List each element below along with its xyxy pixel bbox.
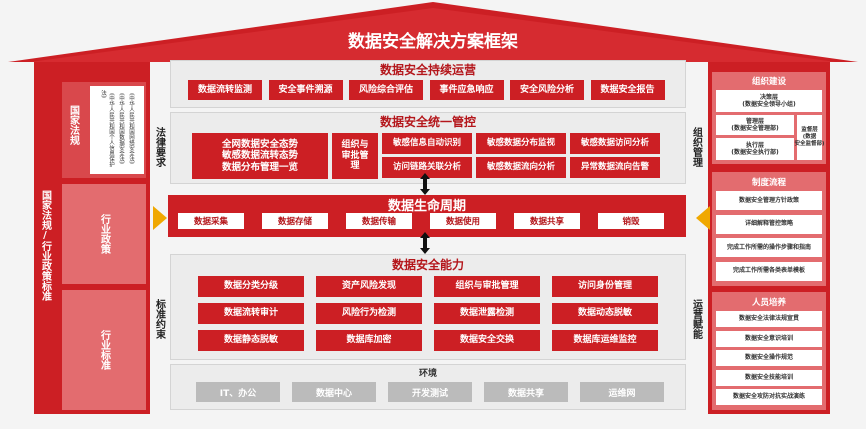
capability-item: 数据动态脱敏: [552, 303, 658, 324]
up-down-arrow-icon: [420, 173, 430, 195]
lifecycle-item: 数据存储: [262, 213, 328, 229]
ops-title: 数据安全持续运营: [379, 62, 476, 77]
ops-item: 安全风险分析: [510, 80, 584, 100]
training-title: 人员培养: [751, 298, 786, 308]
regulation-outer-label: 国家法规/行业政策标准: [39, 189, 51, 301]
lifecycle-item: 数据共享: [514, 213, 580, 229]
process-item: 详细解释管控策略: [716, 214, 822, 234]
capability-title: 数据安全能力: [391, 257, 464, 272]
control-cell: 异常数据流向告警: [570, 157, 660, 178]
environment-title: 环境: [418, 368, 437, 379]
environment-item: 开发测试: [388, 382, 472, 402]
situation-line-2: 敏感数据流转态势: [221, 150, 298, 162]
industry-standard-block: 行业标准: [62, 290, 146, 410]
capability-item: 数据库加密: [316, 330, 422, 351]
environment-item: 运维网: [580, 382, 664, 402]
training-item: 数据安全攻防对抗实战演练: [716, 389, 822, 405]
lifecycle-item: 数据采集: [178, 213, 244, 229]
capability-item: 风险行为检测: [316, 303, 422, 324]
control-cell: 敏感数据分布监视: [476, 133, 566, 154]
org-management-label: 组织管理: [690, 127, 702, 167]
up-down-arrow-icon-2: [420, 232, 430, 254]
situation-overview: 全网数据安全态势 敏感数据流转态势 数据分布管理一览: [192, 133, 328, 179]
capability-item: 数据库运维监控: [552, 330, 658, 351]
ops-item: 事件应急响应: [429, 80, 504, 100]
training-item: 数据安全意识培训: [716, 330, 822, 347]
org-supervise-layer: 监督层 (数据 安全监督部): [795, 115, 825, 160]
capability-item: 资产风险发现: [316, 276, 422, 297]
capability-item: 数据分类分级: [198, 276, 304, 297]
process-item: 数据安全管理方针政策: [716, 191, 822, 210]
page-title: 数据安全解决方案框架: [348, 31, 518, 52]
process-item: 完成工作所需各类表单模板: [716, 261, 822, 281]
process-title: 制度流程: [751, 178, 786, 188]
law-docs-paper: 《中华人民共和国网络安全法》 《中华人民共和国数据安全法》 《中华人民共和国个人…: [90, 86, 144, 174]
ops-item: 数据安全报告: [590, 80, 665, 100]
capability-item: 数据安全交换: [434, 330, 540, 351]
environment-item: 数据中心: [292, 382, 376, 402]
environment-item: 数据共享: [484, 382, 568, 402]
laws-label: 国家法规: [67, 105, 79, 145]
control-cell: 访问链路关联分析: [382, 157, 472, 178]
ops-enable-label: 运营赋能: [690, 299, 702, 339]
org-manage-layer: 管理层 (数据安全管理部): [716, 115, 794, 135]
standard-constraint-label: 标准约束: [153, 299, 165, 339]
industry-policy-block: 行业政策: [62, 184, 146, 284]
capability-item: 数据泄露检测: [434, 303, 540, 324]
industry-standard-label: 行业标准: [98, 330, 110, 370]
control-cell: 敏感数据访问分析: [570, 133, 660, 154]
lifecycle-item: 销毁: [598, 213, 664, 229]
law-doc-1: 《中华人民共和国网络安全法》: [128, 90, 134, 167]
capability-item: 数据流转审计: [198, 303, 304, 324]
org-building-title: 组织建设: [751, 77, 786, 87]
right-arrow-icon: [696, 206, 710, 230]
ops-item: 风险综合评估: [349, 80, 423, 100]
capability-item: 数据静态脱敏: [198, 330, 304, 351]
control-cell: 敏感数据流向分析: [476, 157, 566, 178]
org-audit-management: 组织与审批管理: [332, 133, 378, 179]
lifecycle-item: 数据使用: [430, 213, 496, 229]
control-title: 数据安全统一管控: [379, 114, 476, 129]
control-cell: 敏感信息自动识别: [382, 133, 472, 154]
capability-item: 组织与审批管理: [434, 276, 540, 297]
ops-item: 安全事件溯源: [268, 80, 343, 100]
training-item: 数据安全技能培训: [716, 369, 822, 386]
legal-requirement-label: 法律要求: [153, 127, 165, 167]
capability-item: 访问身份管理: [552, 276, 658, 297]
lifecycle-title: 数据生命周期: [387, 198, 466, 214]
ops-item: 数据流转监测: [188, 80, 262, 100]
training-item: 数据安全法律法规宣贯: [716, 311, 822, 327]
situation-line-1: 全网数据安全态势: [221, 138, 298, 150]
training-item: 数据安全操作规范: [716, 350, 822, 366]
industry-policy-label: 行业政策: [98, 214, 110, 254]
environment-item: IT、办公: [196, 382, 280, 402]
situation-line-3: 数据分布管理一览: [221, 161, 298, 173]
process-item: 完成工作所需的操作步骤和指南: [716, 238, 822, 257]
law-doc-3: 《中华人民共和国个人信息保护法》: [100, 90, 114, 167]
lifecycle-item: 数据传输: [346, 213, 412, 229]
law-doc-2: 《中华人民共和国数据安全法》: [118, 90, 124, 167]
left-arrow-icon: [153, 206, 167, 230]
org-decision-layer: 决策层 (数据安全领导小组): [716, 90, 822, 112]
org-execute-layer: 执行层 (数据安全执行部): [716, 138, 794, 160]
roof: [8, 2, 858, 62]
